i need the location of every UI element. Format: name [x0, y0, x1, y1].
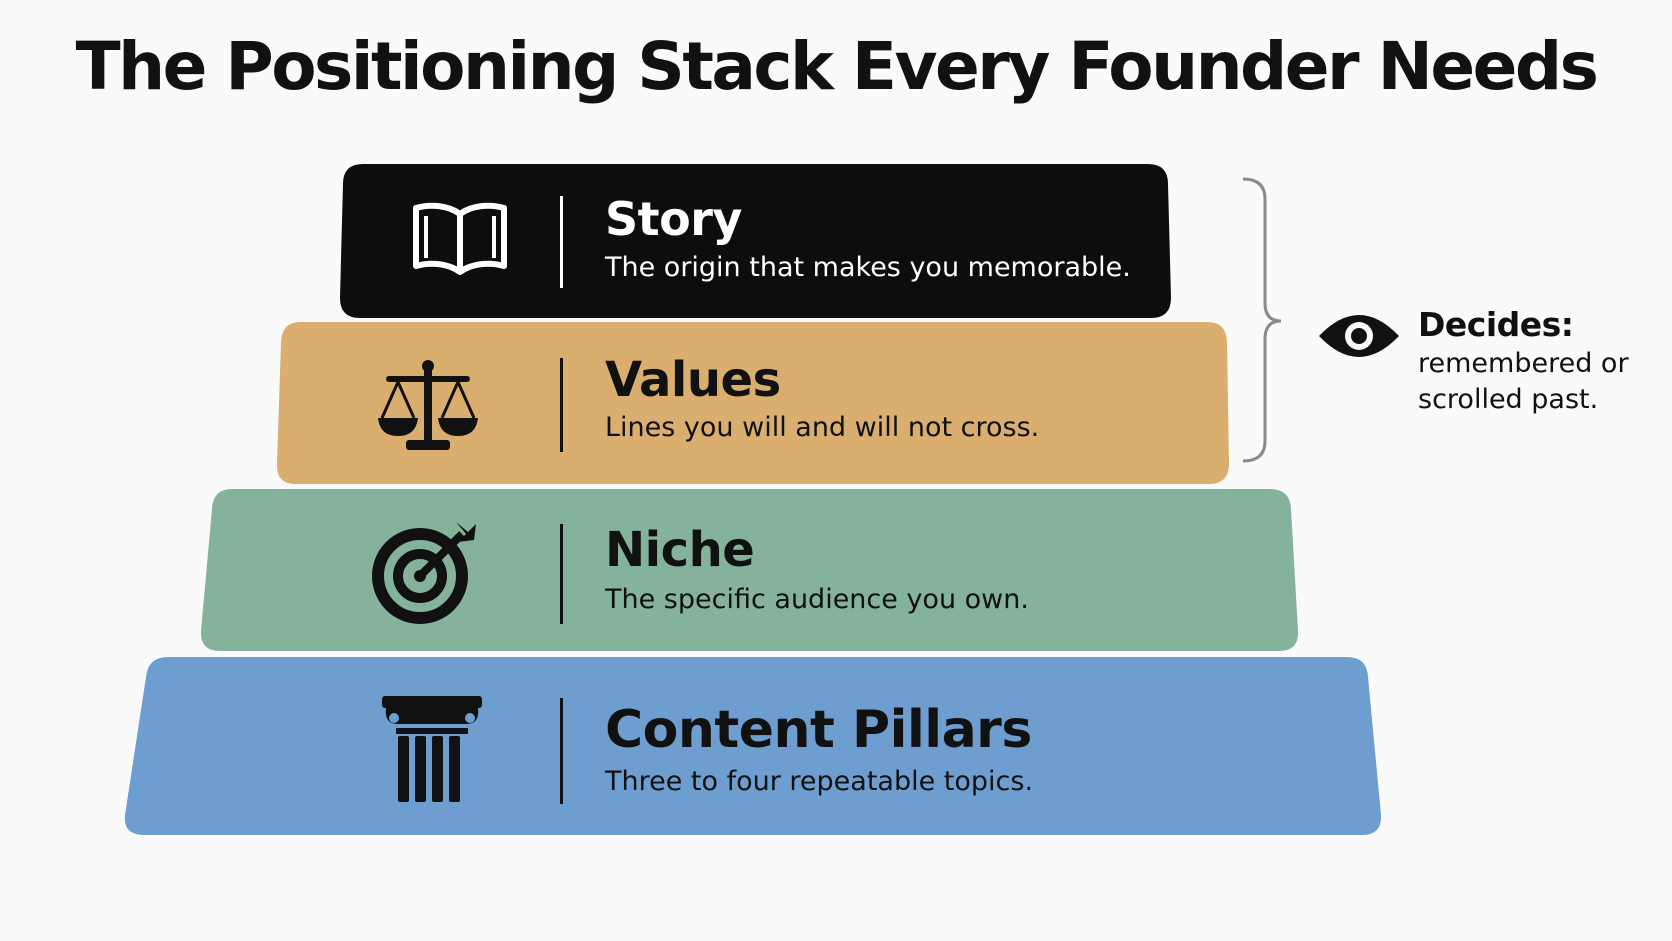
callout-title: Decides:: [1418, 305, 1574, 344]
open-book-icon: [410, 200, 510, 284]
layer-divider: [560, 358, 563, 452]
balance-scale-icon: [376, 358, 480, 458]
layer-description: The specific audience you own.: [605, 584, 1029, 615]
eye-icon: [1319, 315, 1399, 357]
layer-name: Content Pillars: [605, 700, 1032, 760]
layer-divider: [560, 698, 563, 804]
target-arrow-icon: [370, 518, 480, 632]
layer-name: Story: [605, 192, 742, 246]
layer-description: Lines you will and will not cross.: [605, 412, 1040, 443]
layer-story-block: [340, 164, 1171, 318]
layer-description: The origin that makes you memorable.: [605, 252, 1131, 283]
layer-divider: [560, 524, 563, 624]
column-pillar-icon: [380, 694, 484, 808]
layer-values-block: [276, 322, 1229, 484]
layer-values: Values Lines you will and will not cross…: [605, 352, 1039, 443]
layer-name: Values: [605, 352, 781, 408]
page-title: The Positioning Stack Every Founder Need…: [75, 28, 1599, 105]
layer-description: Three to four repeatable topics.: [605, 766, 1034, 797]
layer-niche: Niche The specific audience you own.: [605, 522, 1029, 615]
layer-name: Niche: [605, 522, 755, 578]
curly-brace-bracket: [1242, 177, 1282, 463]
callout-body: remembered or scrolled past.: [1418, 348, 1629, 415]
layer-story: Story The origin that makes you memorabl…: [605, 192, 1131, 283]
callout: Decides: remembered or scrolled past.: [1418, 305, 1648, 418]
layer-divider: [560, 196, 563, 288]
layer-content-pillars: Content Pillars Three to four repeatable…: [605, 700, 1033, 797]
